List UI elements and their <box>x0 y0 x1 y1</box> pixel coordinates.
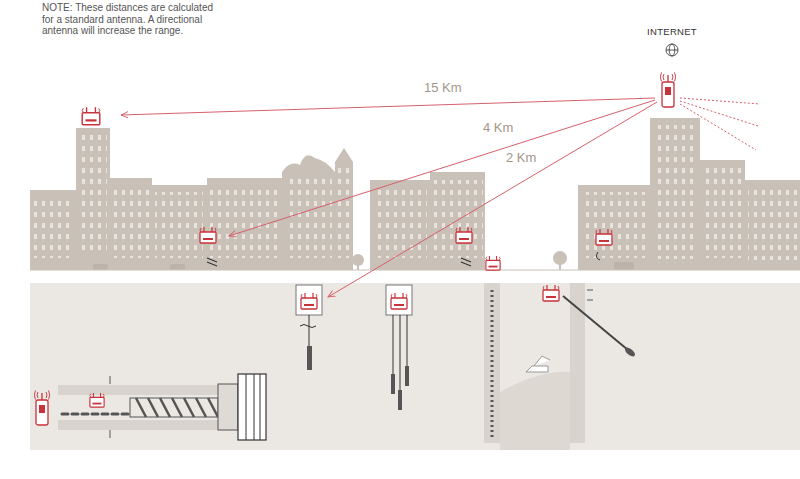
borehole <box>623 346 636 358</box>
city-skyline <box>653 125 697 259</box>
city-skyline <box>357 262 359 270</box>
range-arrow <box>121 98 760 297</box>
tunnel <box>130 398 218 417</box>
radio-device <box>90 393 104 407</box>
city-skyline <box>152 185 207 270</box>
city-skyline <box>30 118 800 270</box>
distance-label: 4 Km <box>480 121 516 136</box>
city-skyline <box>34 196 72 258</box>
city-skyline <box>93 264 108 270</box>
city-skyline <box>286 178 332 258</box>
city-skyline <box>207 178 282 270</box>
radio-device <box>596 229 612 245</box>
city-skyline <box>113 186 149 258</box>
radio-device <box>596 252 600 260</box>
borehole <box>500 372 570 450</box>
city-skyline <box>155 192 203 258</box>
distance-label: 2 Km <box>503 151 539 166</box>
city-skyline <box>614 262 634 270</box>
tunnel <box>58 374 266 440</box>
range-arrow <box>328 102 657 297</box>
city-skyline <box>282 155 335 270</box>
city-skyline <box>559 262 561 270</box>
radio-device <box>391 293 407 309</box>
city-skyline <box>110 178 152 270</box>
radio-device <box>486 256 500 270</box>
city-skyline <box>337 168 351 258</box>
city-skyline <box>76 128 110 270</box>
city-skyline <box>745 180 800 270</box>
underground-section <box>30 283 800 450</box>
tunnel <box>62 413 128 416</box>
city-skyline <box>170 264 185 270</box>
city-skyline <box>703 168 743 258</box>
piezometer <box>309 315 310 346</box>
radio-device <box>82 107 100 125</box>
city-skyline <box>700 160 745 270</box>
borehole <box>587 290 593 300</box>
distance-label: 15 Km <box>421 81 465 96</box>
borehole <box>526 356 550 372</box>
city-skyline <box>650 118 700 270</box>
piezometer <box>391 374 395 394</box>
city-skyline <box>210 186 278 258</box>
city-skyline <box>370 180 430 270</box>
radio-device <box>207 258 471 266</box>
piezometer <box>386 285 412 315</box>
piezometer <box>405 366 409 386</box>
radio-device <box>34 73 676 426</box>
globe-icon <box>666 50 678 51</box>
piezometer <box>296 285 412 410</box>
borehole <box>563 296 628 350</box>
tunnel <box>246 374 260 440</box>
note-text: NOTE: These distances are calculated for… <box>42 2 218 37</box>
globe-icon <box>666 44 678 56</box>
underground-section <box>30 283 800 450</box>
city-skyline <box>335 148 353 270</box>
piezometer <box>300 325 316 328</box>
city-skyline <box>433 180 483 258</box>
city-skyline <box>748 188 800 260</box>
city-skyline <box>373 188 427 258</box>
tunnel <box>238 374 266 440</box>
range-arrow <box>680 98 760 104</box>
range-arrow <box>680 104 756 150</box>
tunnel <box>58 385 220 395</box>
radio-device <box>456 227 472 243</box>
borehole <box>484 283 500 443</box>
tunnel <box>110 376 111 438</box>
city-skyline <box>581 192 647 258</box>
borehole <box>484 283 637 450</box>
internet-label: INTERNET <box>640 27 704 38</box>
tunnel <box>58 420 220 430</box>
city-skyline <box>30 270 800 271</box>
range-arrow <box>680 101 758 126</box>
piezometer <box>307 346 312 370</box>
city-skyline <box>79 135 107 255</box>
borehole <box>491 290 494 440</box>
range-arrow <box>229 100 655 236</box>
tunnel <box>218 384 238 430</box>
city-skyline <box>578 185 650 270</box>
radio-device <box>34 391 50 426</box>
radio-device <box>543 285 559 301</box>
range-arrow <box>121 98 655 115</box>
piezometer <box>398 390 402 410</box>
piezometer <box>296 285 322 315</box>
radio-device <box>301 293 317 309</box>
tunnel <box>136 398 218 417</box>
globe-icon <box>666 44 678 56</box>
radio-device <box>660 73 676 108</box>
city-skyline <box>30 190 76 270</box>
city-skyline <box>430 172 485 270</box>
radio-device <box>200 227 216 243</box>
piezometer <box>393 315 407 390</box>
